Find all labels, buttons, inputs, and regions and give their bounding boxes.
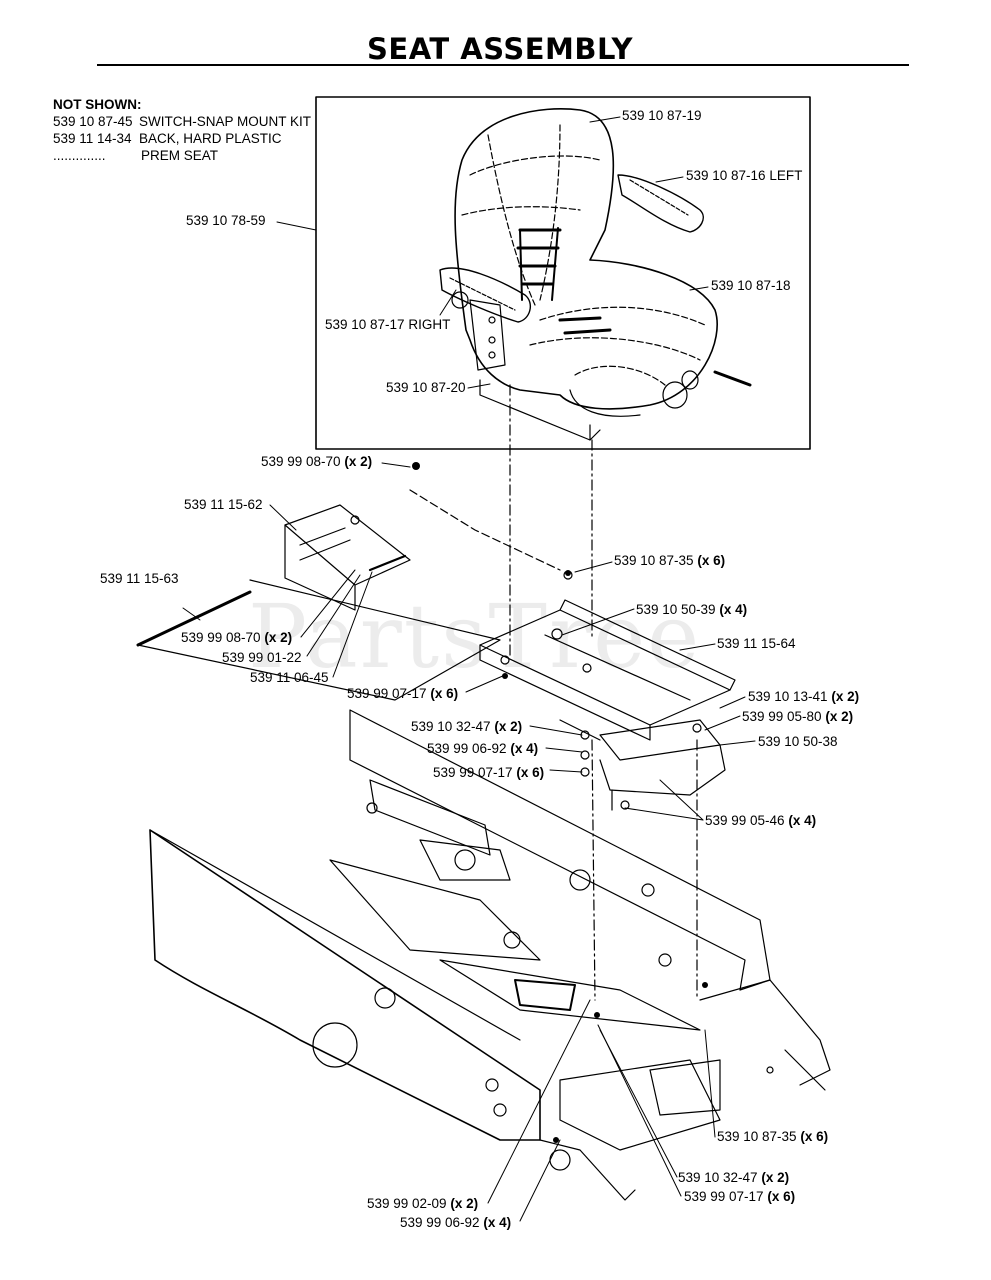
- callout-bolt-2: 539 99 05-46 (x 4): [705, 813, 817, 828]
- callout-right-armrest: 539 10 87-17 RIGHT: [325, 317, 451, 332]
- callout-seat-assembly: 539 10 78-59: [186, 213, 266, 228]
- part-number: 539 10 87-45: [53, 114, 133, 129]
- callout-nut-4: 539 10 87-35 (x 6): [717, 1129, 829, 1144]
- callout-nut-2: 539 99 07-17 (x 6): [347, 686, 459, 701]
- callout-washer: 539 99 01-22: [222, 650, 302, 665]
- list-item: .............. PREM SEAT: [53, 147, 311, 164]
- alignment-line: [591, 739, 596, 1001]
- callout-pivot: 539 10 13-41 (x 2): [748, 689, 860, 704]
- callout-seat-back: 539 10 87-19: [622, 108, 702, 123]
- title-divider: [97, 64, 909, 66]
- callout-nut: 539 10 87-35 (x 6): [614, 553, 726, 568]
- callout-bolt: 539 99 05-80 (x 2): [742, 709, 854, 724]
- seat-inset-frame: [315, 96, 811, 450]
- chassis-frame-icon: [149, 709, 831, 1201]
- callout-switch-plate: 539 11 15-62: [184, 497, 263, 512]
- not-shown-header: NOT SHOWN:: [53, 97, 142, 112]
- callout-screw-2: 539 99 08-70 (x 2): [181, 630, 293, 645]
- callout-bushing: 539 10 50-39 (x 4): [636, 602, 748, 617]
- callout-rod: 539 11 15-63: [100, 571, 179, 586]
- callout-pin-2: 539 10 32-47 (x 2): [678, 1170, 790, 1185]
- switch-bracket-icon: [284, 504, 411, 611]
- callout-screw: 539 99 08-70 (x 2): [261, 454, 373, 469]
- callout-mount-plate: 539 11 15-64: [717, 636, 796, 651]
- callout-pin: 539 10 32-47 (x 2): [411, 719, 523, 734]
- callout-spring: 539 11 06-45: [250, 670, 329, 685]
- part-number: 539 11 14-34: [53, 131, 132, 146]
- seat-rod-outline: [137, 579, 501, 701]
- alignment-line: [409, 489, 561, 571]
- list-item: 539 10 87-45 SWITCH-SNAP MOUNT KIT: [53, 113, 311, 130]
- callout-seat-base: 539 10 87-20: [386, 380, 466, 395]
- part-number: ..............: [53, 148, 106, 163]
- callout-left-armrest: 539 10 87-16 LEFT: [686, 168, 803, 183]
- seat-mount-plate-icon: [479, 570, 736, 741]
- callout-seat-cushion: 539 10 87-18: [711, 278, 791, 293]
- part-description: SWITCH-SNAP MOUNT KIT: [139, 114, 312, 129]
- callout-clip: 539 99 02-09 (x 2): [367, 1196, 479, 1211]
- callout-hinge-bracket: 539 10 50-38: [758, 734, 838, 749]
- not-shown-list: NOT SHOWN: 539 10 87-45 SWITCH-SNAP MOUNT…: [53, 96, 311, 164]
- seat-rod: [136, 590, 252, 647]
- callout-washer-2: 539 99 06-92 (x 4): [427, 741, 539, 756]
- callout-nut-3: 539 99 07-17 (x 6): [433, 765, 545, 780]
- callout-washer-3: 539 99 06-92 (x 4): [400, 1215, 512, 1230]
- seat-hinge-bracket-icon: [559, 719, 726, 811]
- list-item: 539 11 14-34 BACK, HARD PLASTIC: [53, 130, 311, 147]
- callout-nut-5: 539 99 07-17 (x 6): [684, 1189, 796, 1204]
- seat-icon: [439, 108, 752, 441]
- fastener-dots: [412, 462, 708, 1143]
- part-description: PREM SEAT: [141, 148, 219, 163]
- page-title: SEAT ASSEMBLY: [367, 32, 633, 66]
- leader-lines: [182, 116, 756, 1222]
- part-description: BACK, HARD PLASTIC: [139, 131, 282, 146]
